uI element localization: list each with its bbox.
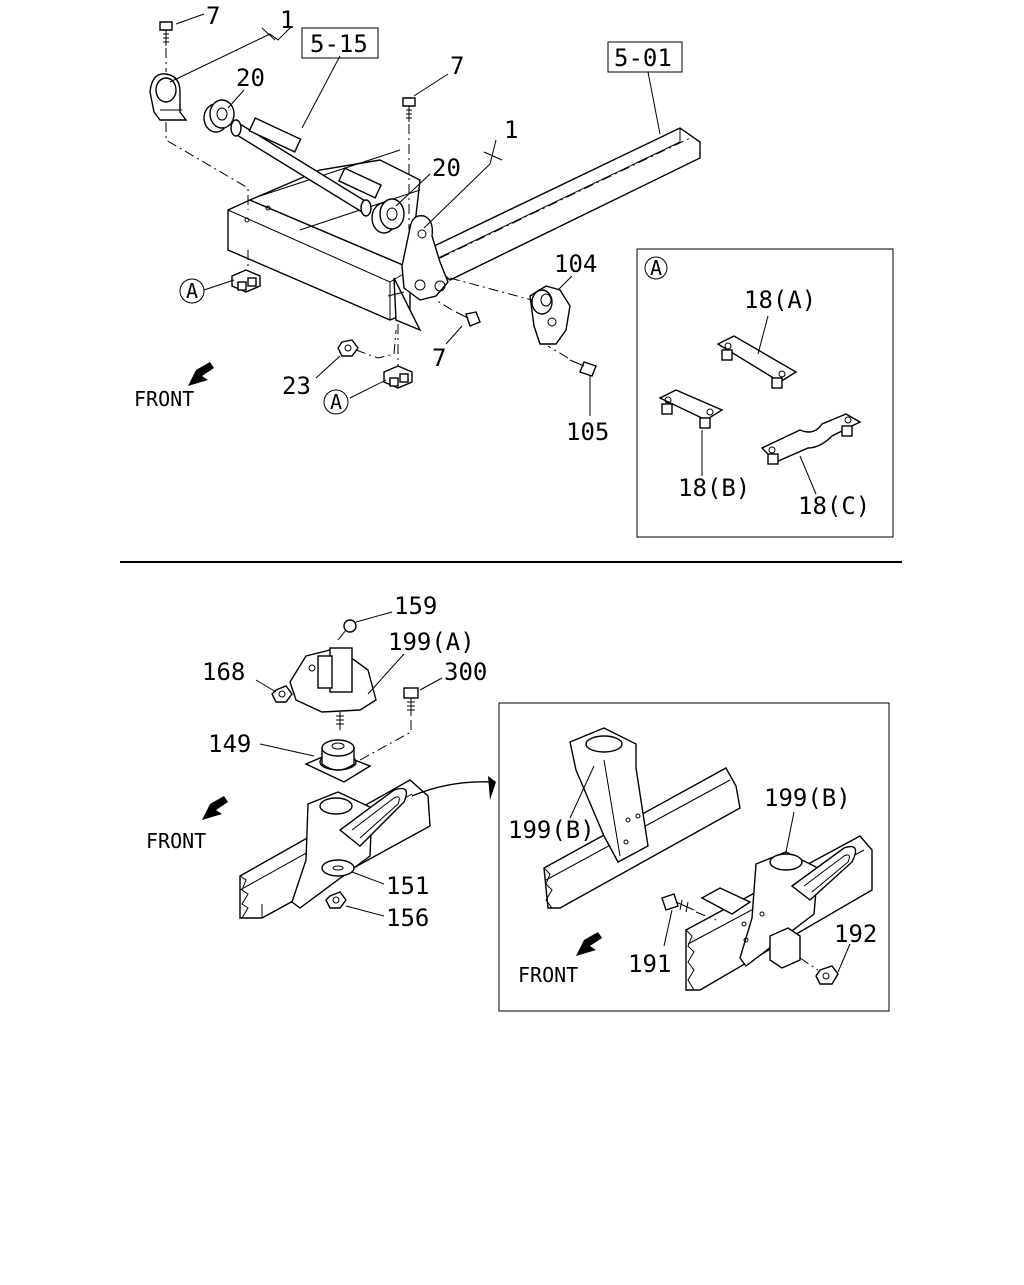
bracket-left [149, 73, 188, 121]
label-bushing-center: 20 [432, 154, 461, 182]
nut-plate-a-left-icon [231, 269, 261, 293]
bolt-lower-icon [455, 311, 481, 327]
label-bushing-left: 20 [236, 64, 265, 92]
bolt-top-left-icon [159, 21, 173, 46]
label-nut-168: 168 [202, 658, 245, 686]
label-bracket-center: 1 [504, 116, 518, 144]
label-washer-151: 151 [386, 872, 429, 900]
plate-18b-icon [658, 389, 724, 429]
bracket-104 [529, 285, 571, 345]
inset-pointer-arrowhead [488, 776, 496, 800]
label-bolt-top-left: 7 [206, 2, 220, 30]
bushing-left-icon [203, 99, 235, 133]
inset-a-callout-circle [644, 256, 668, 280]
label-front-top: FRONT [134, 387, 194, 411]
inset-bottom: 199(B) 199(B) 191 192 FRONT [498, 702, 890, 1012]
bolt-159-icon [337, 619, 357, 641]
label-bolt-105: 105 [566, 418, 609, 446]
inset-a-label-18a: 18(A) [744, 286, 816, 314]
inset-spacer-box [700, 887, 801, 969]
label-ref-box-right: 5-01 [614, 44, 672, 72]
label-bolt-300: 300 [444, 658, 487, 686]
nut-192-icon [815, 965, 839, 985]
bracket-center [401, 215, 449, 301]
inset-label-bolt-191: 191 [628, 950, 671, 978]
nut-23-icon [337, 339, 359, 357]
nut-156-icon [325, 891, 347, 909]
callout-a-left-circle [179, 278, 205, 304]
front-arrow-bottom-icon [202, 796, 228, 820]
inset-label-front: FRONT [518, 963, 578, 987]
bolt-105-icon [569, 359, 597, 377]
label-mount-149: 149 [208, 730, 251, 758]
label-callout-a-left: A [186, 279, 198, 303]
bolt-191-icon [661, 893, 695, 913]
front-arrow-inset-icon [576, 932, 602, 956]
label-nut-23: 23 [282, 372, 311, 400]
mount-149-icon [304, 739, 372, 783]
label-bolt-159: 159 [394, 592, 437, 620]
ref-box-5-01-frame [607, 41, 683, 73]
inset-bracket-199b-left [569, 727, 649, 863]
plate-18c-icon [760, 413, 862, 465]
inset-a: A 18(A) 18(B) 18(C) [636, 248, 894, 538]
front-arrow-icon [188, 362, 214, 386]
plate-18a-icon [716, 335, 798, 389]
inset-pointer-arrow [411, 781, 493, 797]
nut-plate-a-bottom-icon [383, 365, 413, 389]
inset-a-label-18b: 18(B) [678, 474, 750, 502]
label-front-bottom: FRONT [146, 829, 206, 853]
inset-bottom-frame [498, 702, 890, 1012]
washer-151-icon [321, 859, 355, 877]
label-bracket-left: 1 [280, 6, 294, 34]
triangle-marker [387, 277, 422, 332]
bushing-center-icon [371, 198, 405, 234]
inset-a-label-18c: 18(C) [798, 492, 870, 520]
bolt-center-icon [402, 97, 416, 122]
inset-a-callout-label: A [650, 256, 662, 280]
callout-a-bottom-circle [323, 389, 349, 415]
top-assembly: 7 1 5-15 20 7 5-01 1 20 104 7 23 105 FRO… [134, 2, 701, 446]
bolt-300-icon [403, 687, 419, 716]
label-bracket-199a: 199(A) [388, 628, 475, 656]
inset-label-199b-right: 199(B) [764, 784, 851, 812]
label-bracket-104: 104 [554, 250, 597, 278]
inset-bracket-199b-right [739, 845, 857, 967]
nut-168-icon [271, 685, 293, 703]
label-ref-box-left: 5-15 [310, 30, 368, 58]
bracket-199a-icon [289, 647, 377, 730]
inset-label-nut-192: 192 [834, 920, 877, 948]
ref-box-5-15-frame [301, 27, 379, 59]
inset-a-frame [636, 248, 894, 538]
label-bolt-lower: 7 [432, 344, 446, 372]
label-callout-a-bottom: A [330, 390, 342, 414]
label-nut-156: 156 [386, 904, 429, 932]
mount-bracket-bottom [291, 787, 408, 909]
bottom-assembly: 159 199(A) 168 300 149 FRONT 151 156 [146, 592, 496, 932]
inset-label-199b-left: 199(B) [508, 816, 595, 844]
label-bolt-center: 7 [450, 52, 464, 80]
shaft-5-15 [230, 117, 383, 217]
